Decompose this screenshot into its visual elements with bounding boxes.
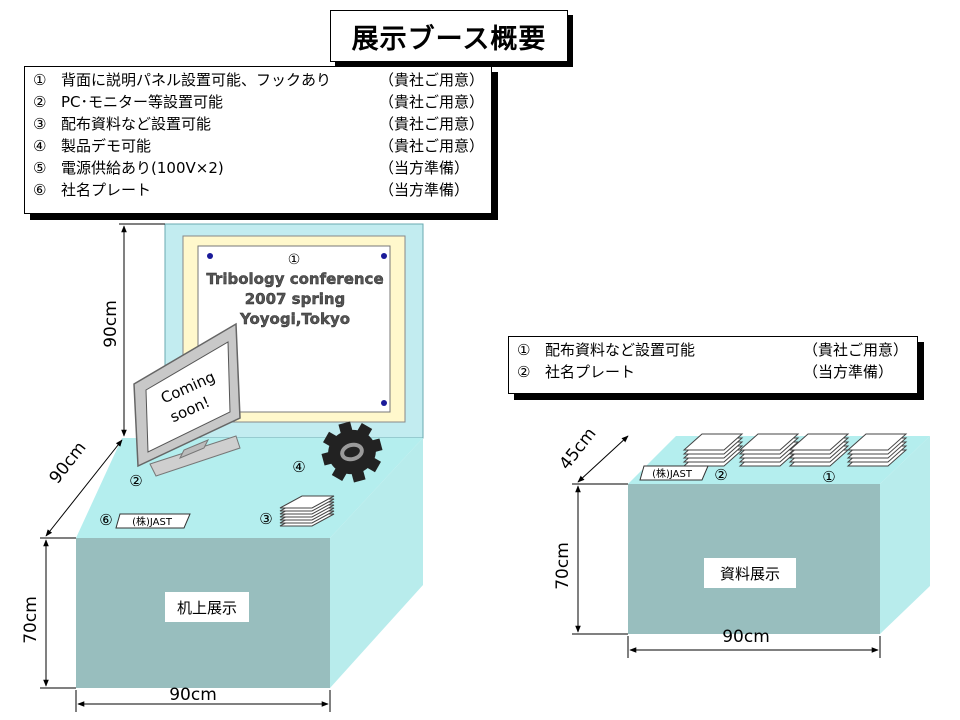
depth-label: 90cm	[46, 438, 91, 488]
spec-number: ②	[517, 363, 531, 381]
name-plate-text: (株)JAST	[652, 467, 693, 480]
plate-marker: ⑥	[99, 511, 112, 529]
spec-item: ④ 製品デモ可能 （貴社ご用意）	[25, 135, 491, 157]
depth-dimension	[577, 435, 629, 483]
spec-number: ⑥	[33, 181, 47, 199]
monitor-marker: ②	[129, 472, 142, 490]
spec-number: ②	[33, 93, 47, 111]
panel-marker: ①	[288, 252, 301, 268]
spec-note: （貴社ご用意）	[379, 93, 485, 111]
main-spec-list: ① 背面に説明パネル設置可能、フックあり （貴社ご用意） ② PC･モニター等設…	[24, 66, 492, 214]
spec-item: ③ 配布資料など設置可能 （貴社ご用意）	[25, 113, 491, 135]
right-booth: 資料展示 ①	[553, 424, 930, 658]
page-title-text: 展示ブース概要	[351, 23, 547, 55]
pin-icon	[207, 253, 213, 259]
spec-text: 配布資料など設置可能	[61, 115, 212, 133]
document-stack-icon	[738, 433, 800, 467]
spec-number: ③	[33, 115, 47, 133]
spec-note: （当方準備）	[379, 181, 470, 199]
pin-icon	[381, 253, 387, 259]
document-stack-icon	[788, 433, 850, 467]
spec-note: （貴社ご用意）	[379, 137, 485, 155]
spec-item: ① 配布資料など設置可能 （貴社ご用意）	[509, 339, 917, 361]
spec-text: 社名プレート	[61, 181, 152, 199]
table-label: 机上展示	[177, 599, 237, 617]
document-stack-icon	[846, 433, 908, 467]
panel-height-label: 90cm	[101, 300, 121, 348]
spec-item: ⑥ 社名プレート （当方準備）	[25, 179, 491, 201]
monitor: Coming soon!	[133, 322, 241, 477]
spec-item: ① 背面に説明パネル設置可能、フックあり （貴社ご用意）	[25, 69, 491, 91]
spec-number: ①	[33, 71, 47, 89]
docs-marker: ③	[259, 510, 272, 528]
width-label: 90cm	[722, 627, 770, 647]
spec-text: 電源供給あり(100V×2)	[61, 159, 224, 177]
document-stack-icon	[682, 433, 744, 467]
left-booth: ① Tribology conference 2007 spring Yoyog…	[21, 223, 424, 712]
spec-item: ② PC･モニター等設置可能 （貴社ご用意）	[25, 91, 491, 113]
gear-icon	[321, 421, 383, 483]
name-plate-text: (株)JAST	[132, 515, 173, 528]
docs-marker: ①	[822, 468, 835, 486]
depth-label: 45cm	[556, 424, 601, 474]
spec-item: ② 社名プレート （当方準備）	[509, 361, 917, 383]
spec-note: （当方準備）	[803, 363, 894, 381]
poster-line-1: Tribology conference	[206, 270, 383, 288]
demo-marker: ④	[292, 458, 305, 476]
document-stack-icon	[279, 495, 335, 527]
spec-number: ⑤	[33, 159, 47, 177]
spec-note: （貴社ご用意）	[379, 71, 485, 89]
table-height-label: 70cm	[553, 542, 573, 590]
spec-item: ⑤ 電源供給あり(100V×2) （当方準備）	[25, 157, 491, 179]
pin-icon	[381, 400, 387, 406]
plate-marker: ②	[714, 466, 727, 484]
poster-line-2: 2007 spring	[245, 290, 346, 308]
table-label-box	[704, 558, 796, 588]
spec-text: 配布資料など設置可能	[545, 341, 696, 359]
table-side	[880, 436, 930, 634]
table-label-box	[165, 592, 249, 622]
right-spec-list: ① 配布資料など設置可能 （貴社ご用意） ② 社名プレート （当方準備）	[508, 336, 918, 394]
spec-text: 背面に説明パネル設置可能、フックあり	[61, 71, 332, 89]
depth-dimension	[45, 439, 123, 537]
page-title: 展示ブース概要	[330, 10, 568, 62]
spec-text: 社名プレート	[545, 363, 636, 381]
spec-text: 製品デモ可能	[61, 137, 152, 155]
name-plate	[639, 465, 709, 481]
spec-note: （当方準備）	[379, 159, 470, 177]
spec-text: PC･モニター等設置可能	[61, 93, 224, 111]
spec-note: （貴社ご用意）	[379, 115, 485, 133]
table-label: 資料展示	[720, 565, 780, 583]
spec-note: （貴社ご用意）	[803, 341, 909, 359]
table-height-label: 70cm	[21, 596, 41, 644]
spec-number: ①	[517, 341, 531, 359]
width-label: 90cm	[169, 685, 217, 705]
table-side	[330, 438, 423, 688]
spec-number: ④	[33, 137, 47, 155]
poster-line-3: Yoyogi,Tokyo	[239, 310, 350, 328]
